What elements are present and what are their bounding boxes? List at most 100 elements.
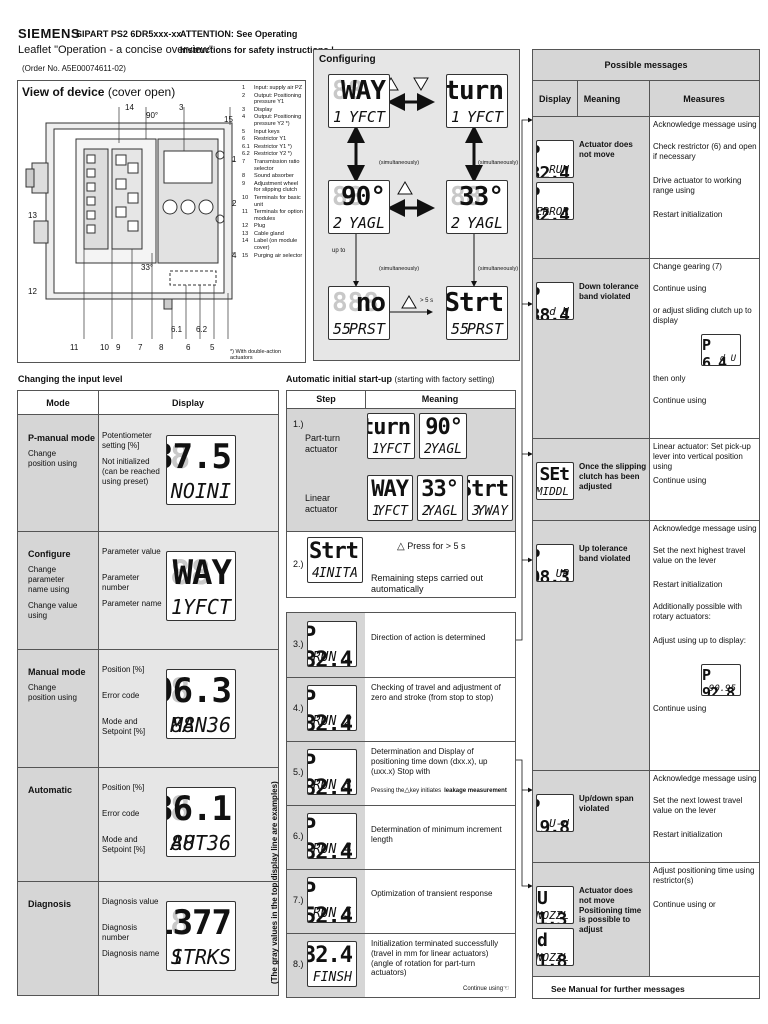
lcd-main-value: SEt [539, 464, 569, 485]
step-label: 4.) [293, 703, 304, 713]
callout-6-1: 6.1 [171, 325, 183, 334]
lcd-main-value: P 52.4 [307, 879, 353, 923]
lcd-name: RUN 2 [312, 714, 352, 729]
lcd-main-value: P 92.8 [702, 666, 735, 696]
legend-text: Transmission ratio selector [254, 158, 300, 172]
legend-number: 6.2 [242, 151, 250, 158]
lcd-main-value: P 32.4 [307, 623, 353, 667]
legend-number: 10 [242, 194, 249, 201]
message-measure: Continue using [653, 396, 707, 405]
device-footnote: *) With double-action actuators [230, 349, 282, 361]
configuring-arrows [347, 77, 483, 315]
mode-name: Manual mode [28, 667, 86, 677]
lcd-number: 1 [171, 595, 184, 619]
simultaneously-label-1: (simultaneously) [379, 160, 420, 166]
step-description: Determination and Display of positioning… [371, 747, 488, 776]
step-description: Direction of action is determined [371, 633, 486, 642]
step-description: Initialization terminated successfully (… [371, 939, 499, 978]
view-title: View of device (cover open) [22, 85, 176, 99]
callout-11: 11 [70, 343, 79, 352]
lcd-main-value: P 98.3 [537, 546, 570, 582]
message-measure: Acknowledge message using [653, 120, 757, 129]
legend-number: 3 [242, 106, 246, 113]
message-measure: Drive actuator to working range using [653, 176, 742, 195]
lcd-number: 55 [451, 320, 470, 338]
lcd-name: d U [549, 305, 569, 318]
lcd-ghost-digits: 88 [450, 182, 482, 212]
lcd-ghost-digits: 8 [170, 437, 191, 477]
product-name: SIPART PS2 6DR5xxx-xx [76, 29, 182, 39]
lcd-name: RUN 3 [312, 778, 352, 793]
lcd-main-value: 96.3 [167, 671, 232, 711]
col-display-header: Display [171, 398, 204, 408]
legend-number: 7 [242, 158, 246, 165]
display-label: Parameter number [102, 573, 140, 592]
remaining-steps-text: Remaining steps carried out automaticall… [371, 573, 484, 594]
mode-action: Change position using [28, 449, 77, 468]
lcd-name: PRST [348, 320, 385, 338]
callout-2: 2 [232, 199, 237, 208]
message-measure: Set the next highest travel value on the… [653, 546, 746, 565]
lcd-name: YFCT [182, 595, 231, 619]
legend-text: Output: Positioning pressure Y1 [254, 92, 302, 106]
up-to-label: up to [332, 248, 346, 254]
message-measure: then only [653, 374, 686, 383]
lcd-number: 2 [333, 214, 343, 232]
lcd-number: 88 [171, 831, 196, 855]
step1-label: 1.) [293, 419, 304, 429]
message-measure: Change gearing (7) [653, 262, 722, 271]
lcd-ghost-digits: 88 [170, 553, 211, 593]
lcd-main-value: 36.1 [167, 789, 232, 829]
legend-text: Plug [254, 223, 266, 230]
callout-1: 1 [232, 155, 237, 164]
lcd-main-value: P37.5 [167, 437, 232, 477]
messages-col-meaning: Meaning [583, 94, 621, 104]
hand-key-icon: ☜ [503, 985, 510, 992]
step-description: Optimization of transient response [371, 889, 493, 898]
legend-text: Adjustment wheel for slipping clutch [254, 180, 299, 194]
legend-text: Restrictor Y1 [254, 136, 287, 143]
step1-linear-display: Strt3YWAY [467, 475, 513, 521]
lcd-ghost-digits: 888 [332, 288, 379, 318]
lcd-name: YFCT [348, 108, 385, 126]
display-label: Diagnosis number [102, 923, 138, 942]
mode-name: Configure [28, 549, 71, 559]
display-label: Diagnosis name [102, 949, 160, 958]
lcd-number: 1 [451, 108, 461, 126]
display-label: Diagnosis value [102, 897, 159, 906]
lcd-main-value: 33° [421, 477, 459, 502]
display-label: Mode and Setpoint [%] [102, 835, 146, 854]
callout-12: 12 [28, 287, 37, 296]
legend-number: 6.1 [242, 143, 250, 150]
callout-14: 14 [125, 103, 134, 112]
lcd-number: 55 [333, 320, 352, 338]
lcd-name: YAGL [466, 214, 503, 232]
lcd-main-value: P 32.4 [537, 184, 570, 220]
messages-col-measures: Measures [683, 94, 725, 104]
message-measure: Continue using [653, 704, 707, 713]
message-measure: Adjust using up to display: [653, 636, 746, 645]
col-meaning-header: Meaning [421, 394, 459, 404]
lcd-main-value: turn [446, 76, 504, 106]
message-meaning: Up/down span violated [579, 794, 634, 813]
lcd-main-value: P 82.4 [307, 751, 353, 795]
device-drawing [25, 107, 234, 339]
step-label: 6.) [293, 831, 304, 841]
display-label: Error code [102, 691, 140, 700]
message-meaning: Actuator does not move [579, 140, 633, 159]
